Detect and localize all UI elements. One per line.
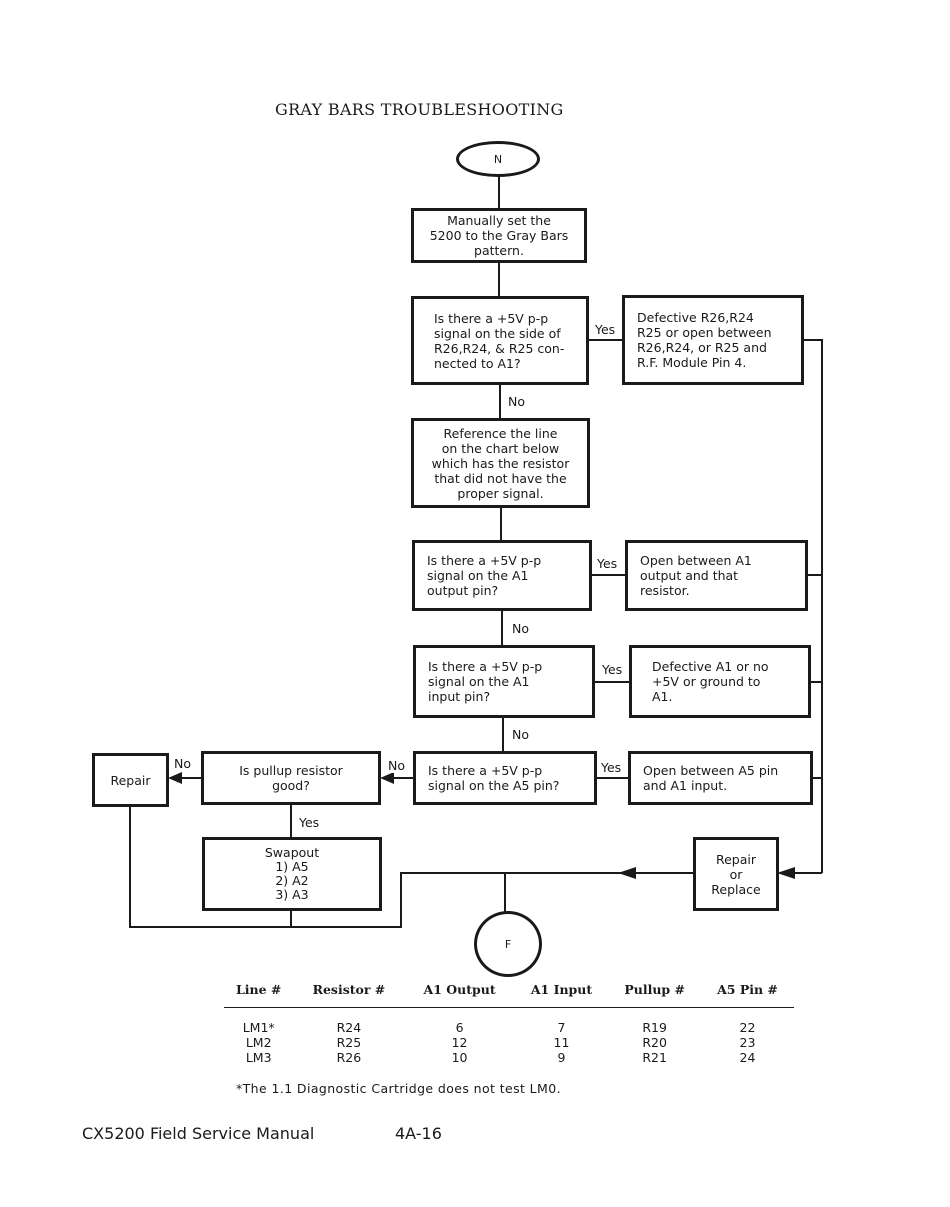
label-yes-a1-output: Yes [596,556,619,571]
footnote: *The 1.1 Diagnostic Cartridge does not t… [236,1081,561,1096]
table-cell: R25 [336,1035,362,1050]
table-row: LM3 R26 10 9 R21 24 [224,1050,794,1065]
label-yes-r26: Yes [594,322,617,337]
question-r26-signal: Is there a +5V p-p signal on the side of… [411,296,589,385]
result-open-a5-a1: Open between A5 pin and A1 input. [628,751,813,805]
column-header: Line # [224,978,294,1008]
label-no-r26: No [507,394,526,409]
column-header: Resistor # [293,978,405,1008]
table-cell: R19 [642,1020,667,1035]
table-cell: 23 [739,1035,756,1050]
column-header: Pullup # [608,978,702,1008]
table-cell: LM2 [245,1035,272,1050]
label-yes-a1-input: Yes [601,662,624,677]
table-row: LM1* R24 6 7 R19 22 [224,1008,794,1036]
end-terminal: F [474,911,542,977]
table-cell: R21 [642,1050,667,1065]
question-a1-output: Is there a +5V p-p signal on the A1 outp… [412,540,592,611]
table-cell: 7 [557,1020,566,1035]
step-manual-set: Manually set the 5200 to the Gray Bars p… [411,208,587,263]
table-cell: 24 [739,1050,756,1065]
label-no-pullup: No [173,756,192,771]
question-pullup-good: Is pullup resistor good? [201,751,381,805]
result-open-a1-output: Open between A1 output and that resistor… [625,540,808,611]
table-cell: LM1* [242,1020,275,1035]
resistor-table: Line # Resistor # A1 Output A1 Input Pul… [224,978,794,1065]
repair-or-replace-box: Repair or Replace [693,837,779,911]
label-no-a5: No [387,758,406,773]
table-header-row: Line # Resistor # A1 Output A1 Input Pul… [224,978,794,1008]
table-cell: 10 [451,1050,468,1065]
table-cell: LM3 [245,1050,272,1065]
column-header: A1 Input [514,978,609,1008]
question-a5-pin: Is there a +5V p-p signal on the A5 pin? [413,751,597,805]
table-cell: 11 [553,1035,570,1050]
label-no-a1-output: No [511,621,530,636]
label-yes-a5: Yes [600,760,623,775]
table-cell: R20 [642,1035,667,1050]
page-title: GRAY BARS TROUBLESHOOTING [275,100,564,119]
table-cell: 6 [455,1020,464,1035]
column-header: A5 Pin # [701,978,794,1008]
footer-manual-name: CX5200 Field Service Manual [82,1124,315,1143]
repair-box: Repair [92,753,169,807]
table-cell: 12 [451,1035,468,1050]
swapout-box: Swapout 1) A5 2) A2 3) A3 [202,837,382,911]
result-defective-a1: Defective A1 or no +5V or ground to A1. [629,645,811,718]
table-cell: R26 [336,1050,362,1065]
question-a1-input: Is there a +5V p-p signal on the A1 inpu… [413,645,595,718]
start-terminal: N [456,141,540,177]
label-no-a1-input: No [511,727,530,742]
step-reference-chart: Reference the line on the chart below wh… [411,418,590,508]
table-row: LM2 R25 12 11 R20 23 [224,1035,794,1050]
label-yes-pullup: Yes [298,815,321,830]
result-defective-r26: Defective R26,R24 R25 or open between R2… [622,295,804,385]
footer-page-number: 4A-16 [395,1124,442,1143]
column-header: A1 Output [404,978,515,1008]
table-cell: 9 [557,1050,566,1065]
table-cell: 22 [739,1020,756,1035]
table-cell: R24 [336,1020,362,1035]
